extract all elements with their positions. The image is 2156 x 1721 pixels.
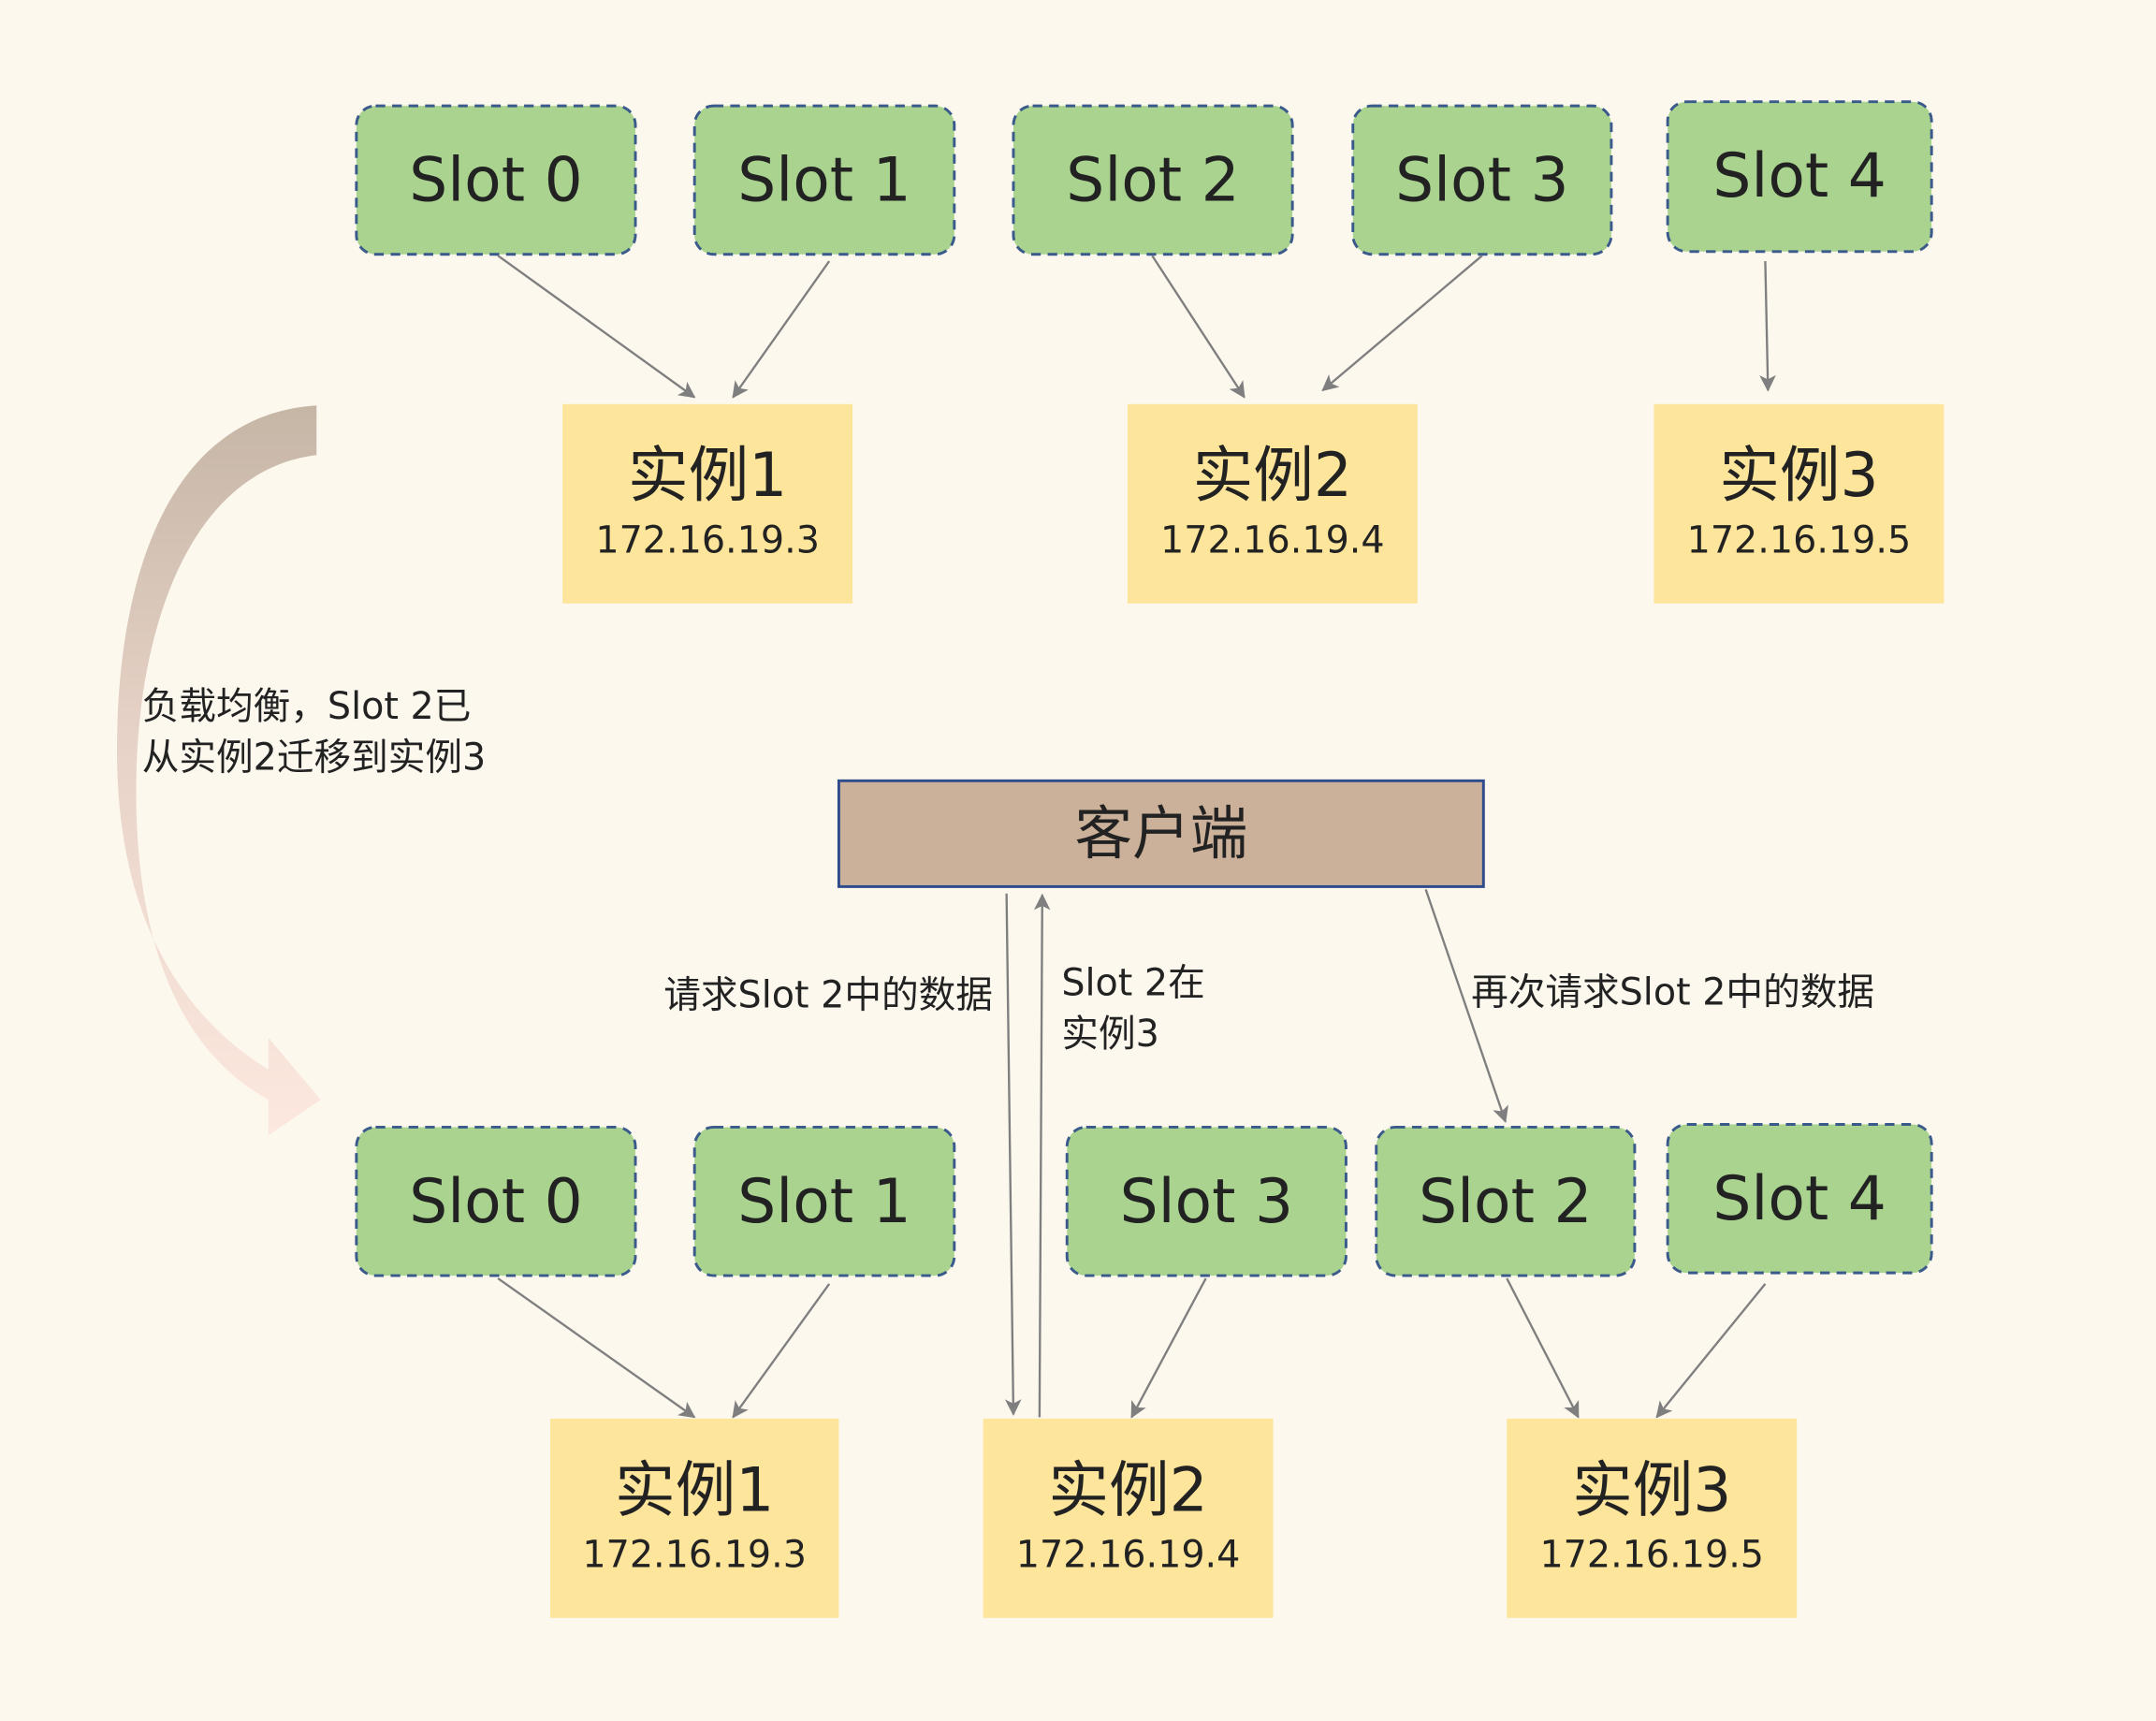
migration-note-line2: 从实例2迁移到实例3	[142, 737, 487, 780]
client: 客户端	[837, 779, 1485, 888]
instance-name: 实例3	[1719, 441, 1878, 511]
slot-label: Slot 0	[409, 145, 582, 215]
edge-slot4-instance3	[1759, 261, 1776, 392]
top-layout: Slot 0 Slot 1 Slot 2 Slot 3 Slot 4 实例1 1…	[355, 100, 1945, 604]
edge-slot1-instance1	[732, 260, 831, 399]
instance-name: 实例1	[628, 441, 787, 511]
migration-note: 负载均衡，Slot 2已 从实例2迁移到实例3	[142, 685, 487, 779]
edge-slot3-instance2	[1321, 255, 1483, 392]
edge-client-request-instance2	[1004, 893, 1022, 1416]
migration-note-line1: 负载均衡，Slot 2已	[142, 685, 472, 728]
slot-label: Slot 1	[737, 145, 910, 215]
bottom-slot-4: Slot 4	[1666, 1123, 1933, 1275]
request-first-label: 请求Slot 2中的数据	[663, 974, 993, 1017]
client-label: 客户端	[1074, 800, 1247, 868]
instance-name: 实例1	[615, 1455, 774, 1525]
slot-label: Slot 1	[737, 1167, 910, 1237]
top-slot-2: Slot 2	[1012, 104, 1294, 256]
edge-slot2-instance3	[1506, 1277, 1580, 1419]
instance-ip: 172.16.19.5	[1687, 518, 1912, 562]
slot-label: Slot 3	[1395, 145, 1568, 215]
instance-ip: 172.16.19.4	[1016, 1533, 1241, 1576]
instance-ip: 172.16.19.3	[582, 1533, 807, 1576]
instance-ip: 172.16.19.3	[595, 518, 820, 562]
instance-name: 实例3	[1572, 1455, 1731, 1525]
edge-slot3-instance2	[1130, 1277, 1207, 1419]
top-slot-1: Slot 1	[692, 104, 956, 256]
edge-slot2-instance2	[1151, 255, 1246, 399]
top-slot-0: Slot 0	[355, 104, 637, 256]
slot-label: Slot 2	[1419, 1167, 1592, 1237]
redirect-label-line2: 实例3	[1061, 1013, 1159, 1056]
slot-label: Slot 3	[1120, 1167, 1293, 1237]
bottom-instance-3: 实例3 172.16.19.5	[1507, 1418, 1798, 1618]
top-instance-3: 实例3 172.16.19.5	[1653, 403, 1945, 604]
slot-label: Slot 2	[1066, 145, 1239, 215]
bottom-layout: Slot 0 Slot 1 Slot 3 Slot 2 Slot 4 实例1 1…	[355, 1123, 1933, 1618]
bottom-slot-2: Slot 2	[1375, 1125, 1637, 1277]
edge-instance2-redirect-client	[1033, 893, 1051, 1418]
slot-label: Slot 4	[1712, 1164, 1886, 1234]
migration-curved-arrow	[117, 405, 321, 1136]
redirect-label-line1: Slot 2在	[1061, 961, 1204, 1004]
edge-slot4-instance3	[1655, 1283, 1767, 1419]
slot-label: Slot 4	[1712, 141, 1886, 211]
top-instance-2: 实例2 172.16.19.4	[1127, 403, 1418, 604]
slot-label: Slot 0	[409, 1167, 582, 1237]
edge-client-request-slot2	[1424, 888, 1508, 1123]
instance-name: 实例2	[1193, 441, 1352, 511]
instance-ip: 172.16.19.4	[1160, 518, 1385, 562]
edge-slot0-instance1	[497, 1277, 696, 1419]
top-instance-1: 实例1 172.16.19.3	[562, 403, 853, 604]
request-second-label: 再次请求Slot 2中的数据	[1471, 971, 1874, 1014]
bottom-slot-1: Slot 1	[692, 1125, 956, 1277]
top-slot-4: Slot 4	[1666, 100, 1933, 254]
top-slot-3: Slot 3	[1351, 104, 1613, 256]
bottom-instance-1: 实例1 172.16.19.3	[549, 1418, 839, 1618]
bottom-slot-0: Slot 0	[355, 1125, 637, 1277]
bottom-instance-2: 实例2 172.16.19.4	[983, 1418, 1274, 1618]
instance-name: 实例2	[1048, 1455, 1207, 1525]
bottom-slot-3: Slot 3	[1065, 1125, 1348, 1277]
edge-slot0-instance1	[497, 255, 696, 399]
edge-slot1-instance1	[732, 1283, 831, 1419]
instance-ip: 172.16.19.5	[1539, 1533, 1764, 1576]
